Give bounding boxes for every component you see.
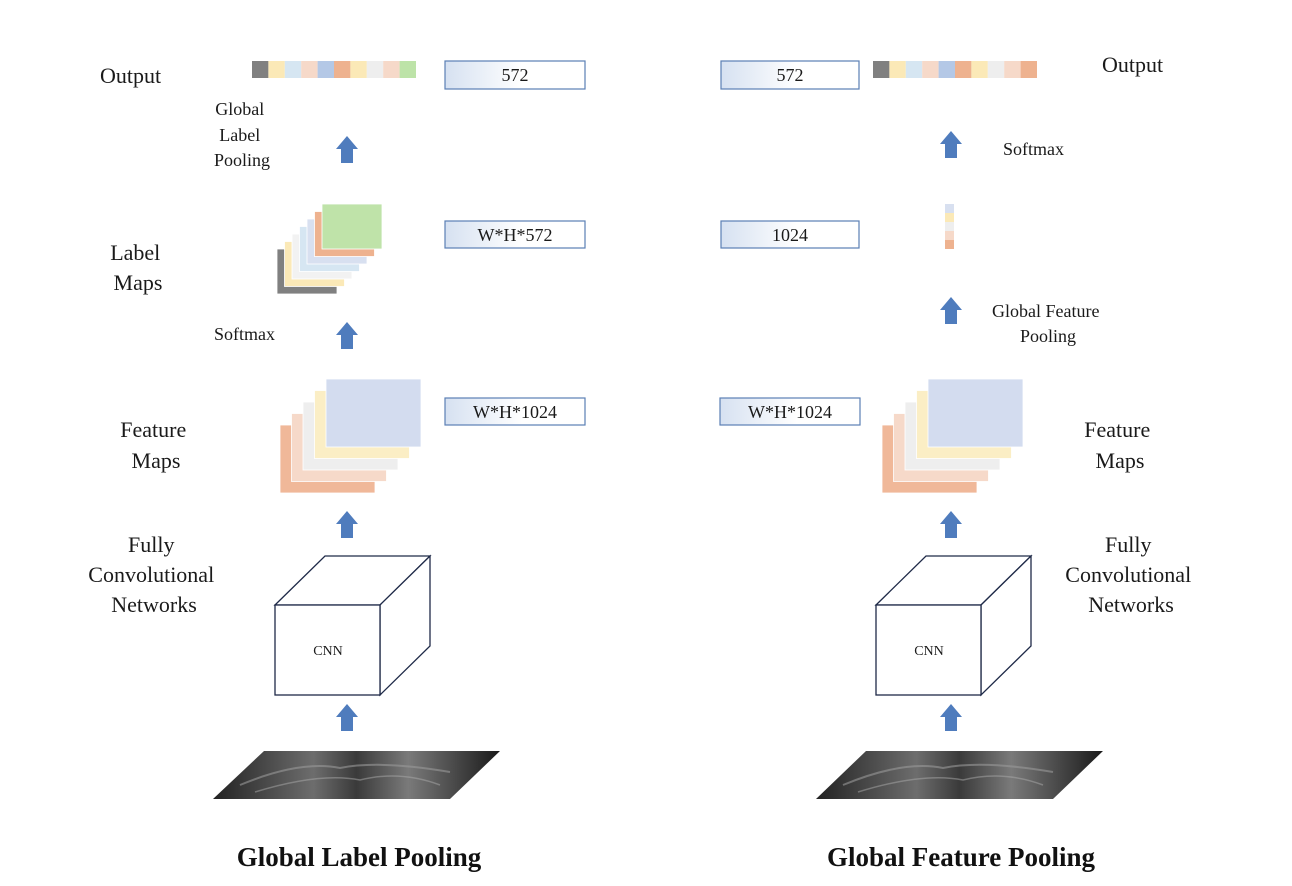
label-map-layer	[321, 203, 383, 250]
output-cell	[873, 61, 890, 78]
pooled-vector-cell	[945, 240, 954, 249]
output-cell	[938, 61, 955, 78]
up-arrow-icon	[336, 511, 358, 538]
output-cell	[905, 61, 923, 78]
left-panel-title: Global Label Pooling	[237, 842, 482, 872]
output-cell	[987, 61, 1005, 78]
up-arrow-icon	[940, 131, 962, 158]
right-panel-title: Global Feature Pooling	[827, 842, 1095, 872]
right-pooled-feature-vector	[945, 204, 954, 249]
output-cell	[252, 61, 269, 78]
output-cell	[383, 61, 400, 78]
right-pooled-dim-box: 1024	[720, 220, 860, 249]
up-arrow-icon	[336, 322, 358, 349]
right-feature-maps-stack	[881, 378, 1024, 494]
output-cell	[922, 61, 939, 78]
output-cell	[955, 61, 972, 78]
output-cell	[399, 61, 416, 78]
output-cell	[268, 61, 285, 78]
right-output-label: Output	[1102, 52, 1163, 77]
left-fcn-label: Fully Convolutional Networks	[88, 532, 219, 617]
left-label-maps-stack	[276, 203, 383, 295]
right-output-vector	[873, 61, 1037, 78]
up-arrow-icon	[336, 136, 358, 163]
left-label-maps-label: Label Maps	[110, 240, 166, 295]
output-cell	[1020, 61, 1037, 78]
up-arrow-icon	[336, 704, 358, 731]
output-cell	[301, 61, 318, 78]
left-panel: Output 572 Global Label Pooling Label Ma…	[88, 60, 586, 872]
left-feature-maps-label: Feature Maps	[120, 417, 191, 473]
feature-map-layer	[927, 378, 1024, 448]
right-cnn-cube: CNN	[874, 554, 1033, 697]
right-feature-maps-dim-text: W*H*1024	[748, 402, 832, 422]
left-label-maps-dim-box: W*H*572	[444, 220, 586, 249]
output-cell	[889, 61, 906, 78]
left-xray-input-image	[213, 751, 500, 799]
right-cnn-text: CNN	[914, 644, 944, 659]
pooled-vector-cell	[945, 213, 954, 222]
left-cnn-cube: CNN	[273, 554, 432, 697]
up-arrow-icon	[940, 297, 962, 324]
right-pooled-dim-text: 1024	[772, 225, 808, 245]
left-output-label: Output	[100, 63, 161, 88]
left-label-maps-dim-text: W*H*572	[478, 225, 553, 245]
pooled-vector-cell	[945, 231, 954, 240]
right-output-dim-box: 572	[720, 60, 860, 90]
up-arrow-icon	[940, 511, 962, 538]
output-cell	[317, 61, 334, 78]
pooled-vector-cell	[945, 222, 954, 231]
up-arrow-icon	[940, 704, 962, 731]
output-cell	[1004, 61, 1021, 78]
feature-map-layer	[325, 378, 422, 448]
right-feature-maps-dim-box: W*H*1024	[719, 397, 861, 426]
left-global-label-pooling-label: Global Label Pooling	[214, 99, 270, 170]
left-output-dim-box: 572	[444, 60, 586, 90]
left-output-dim-text: 572	[502, 65, 529, 85]
output-cell	[971, 61, 988, 78]
left-output-vector	[252, 61, 416, 78]
left-feature-maps-dim-text: W*H*1024	[473, 402, 557, 422]
output-cell	[334, 61, 351, 78]
left-softmax-label: Softmax	[214, 324, 275, 344]
left-cnn-text: CNN	[313, 644, 343, 659]
pooled-vector-cell	[945, 204, 954, 213]
right-panel: 572 Output Softmax 1024 Global Feature P…	[719, 52, 1196, 872]
right-feature-maps-label: Feature Maps	[1084, 417, 1155, 473]
left-feature-maps-stack	[279, 378, 422, 494]
left-feature-maps-dim-box: W*H*1024	[444, 397, 586, 426]
right-output-dim-text: 572	[777, 65, 804, 85]
output-cell	[366, 61, 384, 78]
right-xray-input-image	[816, 751, 1103, 799]
output-cell	[284, 61, 302, 78]
right-fcn-label: Fully Convolutional Networks	[1065, 532, 1196, 617]
right-global-feature-pooling-label: Global Feature Pooling	[992, 301, 1104, 346]
output-cell	[350, 61, 367, 78]
right-softmax-label: Softmax	[1003, 139, 1064, 159]
